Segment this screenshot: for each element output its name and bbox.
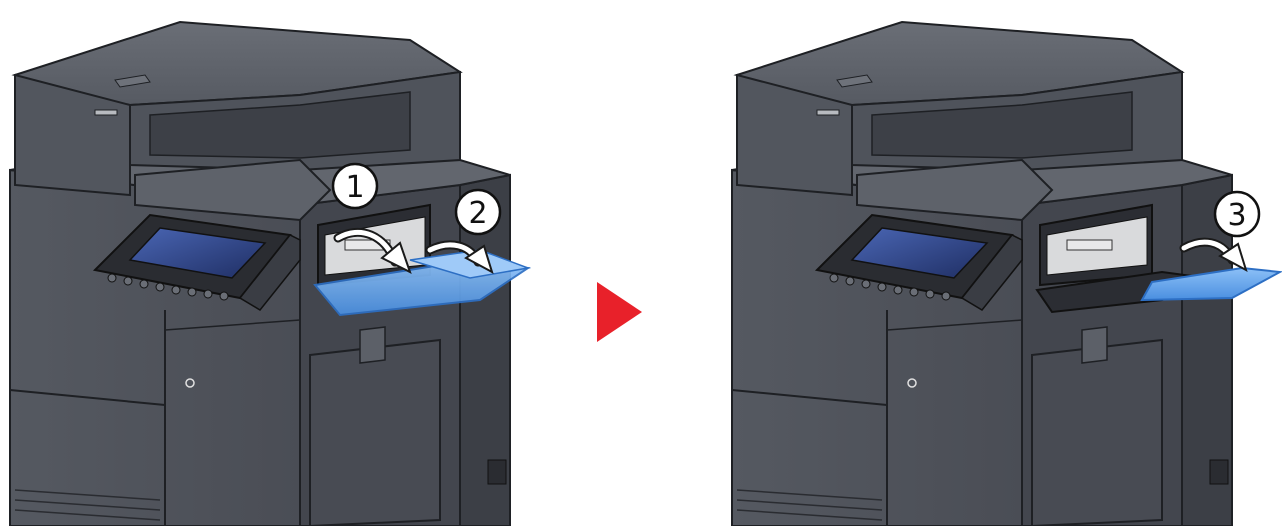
step-number-2: 2 xyxy=(468,196,487,231)
play-triangle-icon xyxy=(597,282,642,342)
printer-left: 1 2 xyxy=(10,22,528,526)
printer-right: 3 xyxy=(732,22,1280,526)
step-badge-1: 1 xyxy=(333,164,377,208)
step-number-3: 3 xyxy=(1227,198,1246,233)
step-badge-2: 2 xyxy=(456,190,500,234)
step-badge-3: 3 xyxy=(1215,192,1259,236)
step-number-1: 1 xyxy=(345,170,364,205)
